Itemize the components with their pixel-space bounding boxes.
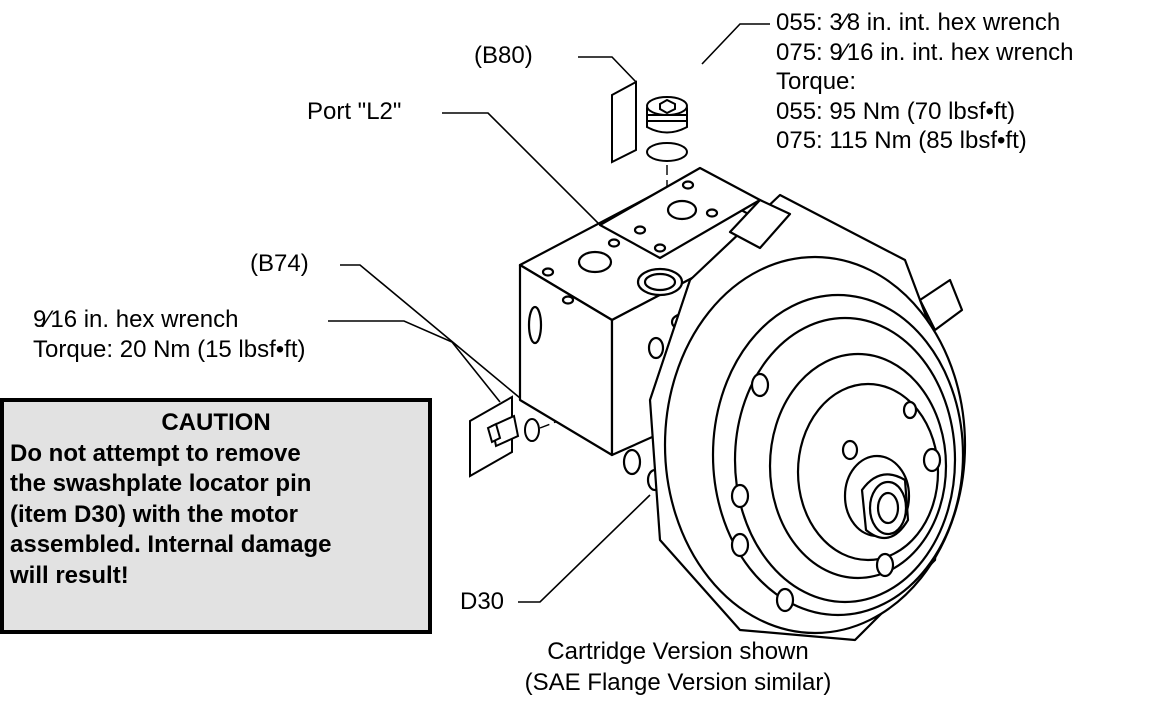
caution-line-3: (item D30) with the motor [10, 500, 299, 528]
leader-b80 [578, 56, 637, 83]
label-torque-b74: Torque: 20 Nm (15 lbsf•ft) [33, 336, 306, 363]
plug-b74 [469, 395, 540, 478]
caution-line-1: Do not attempt to remove [10, 439, 301, 467]
b80-spec-line-5: 075: 115 Nm (85 lbsf•ft) [776, 127, 1027, 155]
b80-spec-line-2: 075: 9⁄16 in. int. hex wrench [776, 38, 1074, 66]
leader-port-l2 [442, 112, 646, 271]
caution-heading: CAUTION [161, 409, 271, 436]
leader-d30 [518, 494, 651, 603]
caption-line-2: (SAE Flange Version similar) [524, 669, 832, 696]
caption-line-1: Cartridge Version shown [547, 638, 809, 665]
plug-b80 [611, 80, 688, 164]
label-d30: D30 [460, 588, 505, 615]
label-b74: (B74) [250, 250, 309, 277]
leader-wrench [328, 320, 501, 403]
leader-lines [328, 23, 770, 603]
leader-b74 [340, 264, 521, 399]
caution-line-2: the swashplate locator pin [10, 470, 312, 497]
figure-caption: Cartridge Version shown (SAE Flange Vers… [488, 636, 868, 698]
caution-line-4: assembled. Internal damage [10, 531, 332, 558]
b80-spec-line-3: Torque: [776, 68, 857, 96]
label-b80: (B80) [474, 42, 533, 69]
motor-body [518, 166, 967, 642]
label-wrench-916: 9⁄16 in. hex wrench [33, 306, 239, 333]
caution-line-5: will result! [10, 561, 129, 589]
b80-spec-line-1: 055: 3⁄8 in. int. hex wrench [776, 9, 1061, 36]
b80-spec-line-4: 055: 95 Nm (70 lbsf•ft) [776, 97, 1016, 125]
leader-b80-spec [701, 23, 770, 65]
b80-spec-block: 055: 3⁄8 in. int. hex wrench 075: 9⁄16 i… [776, 8, 1074, 156]
caution-box: CAUTION Do not attempt to remove the swa… [0, 398, 432, 634]
label-port-l2: Port "L2" [307, 98, 402, 125]
